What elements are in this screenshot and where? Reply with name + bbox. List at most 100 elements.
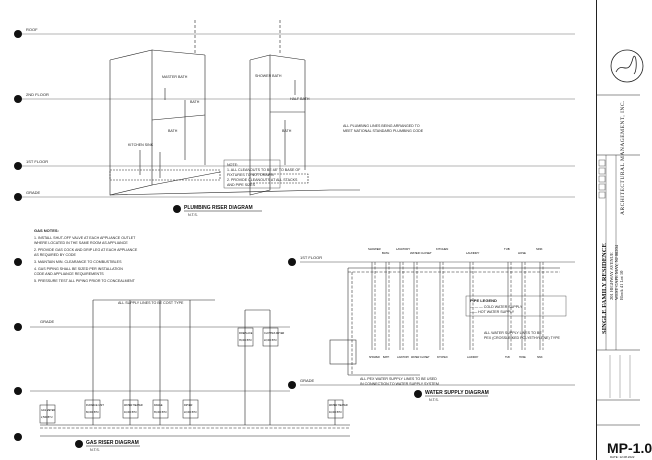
plumbing-note-box-line: AND PIPE SIZES <box>227 183 256 187</box>
plumbing-note-line: ALL PLUMBING LINES BEING ARRANGED TO <box>343 124 420 128</box>
water-fixture-label: LAVATORY <box>397 356 410 359</box>
water-fixture-label: BATH <box>382 251 389 255</box>
water-fixture-label: TUB <box>505 356 510 359</box>
fixture-label: SHOWER BATH <box>255 74 282 78</box>
level-marker-icon <box>14 387 22 395</box>
gas-appliance-capacity: 22,000 BTU <box>264 339 277 342</box>
plumbing-riser-diagram <box>109 20 360 196</box>
water-note-line: PEX (CROSSLINKED POLYETHYLENE) TYPE <box>484 336 561 340</box>
fixture-label: BATH <box>168 129 178 133</box>
fixture-label: MASTER BATH <box>162 75 188 79</box>
gas-note-line: 3. MAINTAIN MIN. CLEARANCE TO COMBUSTIBL… <box>34 260 122 264</box>
water-fixture-label: LAVATORY <box>396 247 410 251</box>
water-fixture-label: KITCHEN <box>437 356 448 359</box>
water-bottom-note: ALL PEX WATER SUPPLY LINES TO BE USED <box>360 377 437 381</box>
water-note-line: ALL WATER SUPPLY LINES TO BE <box>484 331 542 335</box>
gas-note-line: WHERE LOCATED IN THE SAME ROOM AS APPLIA… <box>34 241 128 245</box>
project-block-lot: Block 41 Lot 10 <box>619 270 624 300</box>
gas-appliance-label: WATER HEATER <box>329 404 348 407</box>
water-fixture-label: SHOWER <box>369 356 380 359</box>
water-fixture-label: LAUNDRY <box>467 356 479 359</box>
plumbing-note-box-line: 2. PROVIDE CLEANOUTS AT ALL STACKS <box>227 178 298 182</box>
project-name: SINGLE FAMILY RESIDENCE <box>601 243 608 334</box>
title-block-lines <box>596 94 640 426</box>
water-fixture-label: BATH <box>383 356 389 359</box>
architect-seal-icon <box>610 49 644 83</box>
water-fixture-label: TUB <box>504 247 510 251</box>
gas-appliance-box <box>84 399 101 419</box>
level-marker-icon <box>14 323 22 331</box>
gas-scale: N.T.S. <box>90 448 100 452</box>
water-fixture-label: SINK <box>536 247 543 251</box>
gas-appliance-box <box>122 399 139 419</box>
detail-tag-icon <box>414 390 422 398</box>
gas-appliance-capacity: 40,000 BTU <box>329 411 342 414</box>
detail-tag-icon <box>173 205 181 213</box>
plumbing-note-box <box>223 159 281 189</box>
level-roof: ROOF <box>26 27 38 32</box>
water-fixture-label: HOSE <box>518 251 526 255</box>
gas-appliance-label: CLOTHES DRYER <box>264 332 285 335</box>
water-risers: SHOWERSHOWERBATHBATHLAVATORYLAVATORYWATE… <box>368 247 544 359</box>
gas-appliance-label: FURNACE UNIT <box>86 404 104 407</box>
gas-appliance-box <box>152 399 169 419</box>
pipe-legend-item: —— HOT WATER SUPPLY <box>470 310 515 314</box>
gas-appliance-label: FIREPLACE <box>239 332 253 335</box>
gas-appliance-label: RANGE <box>154 404 163 407</box>
plumbing-note-box-line: FIXTURES TO NOT DRAWN <box>227 173 274 177</box>
plumbing-note-line: MEET NATIONAL STANDARD PLUMBING CODE <box>343 129 424 133</box>
pipe-legend-box <box>465 295 567 317</box>
gas-appliances: GAS METER 2,500 BTU FURNACE UNIT 80,000 BTU… <box>39 327 348 424</box>
level-marker-icon <box>14 258 22 266</box>
pipe-legend-title: PIPE LEGEND <box>470 298 497 303</box>
water-fixture-label: LAUNDRY <box>466 251 479 255</box>
water-fixture-label: SINK <box>537 356 543 359</box>
level-2nd-floor: 2ND FLOOR <box>26 92 49 97</box>
gas-riser-diagram <box>30 299 350 437</box>
gas-note-line: 4. GAS PIPING SHALL BE SIZED PER INSTALL… <box>34 267 123 271</box>
gas-diagram-title: GAS RISER DIAGRAM <box>86 440 139 446</box>
level-markers <box>14 30 296 441</box>
gas-appliance-box <box>182 399 199 419</box>
fixture-label: BATH <box>282 129 292 133</box>
gas-appliance-label: DRYER <box>184 404 193 407</box>
gas-note-line: AS REQUIRED BY CODE <box>34 253 76 257</box>
plumbing-note-box-line: 1. ALL CLEANOUTS TO BE 48" TO BASE OF <box>227 168 301 172</box>
level-marker-icon <box>14 30 22 38</box>
detail-tag-icon <box>75 440 83 448</box>
gas-appliance-box <box>327 399 344 419</box>
water-fixture-label: HOSE <box>519 356 526 359</box>
gas-notes-title: GAS NOTES: <box>34 228 59 233</box>
water-supply-diagram <box>300 261 575 386</box>
firm-logo-icon <box>598 159 606 199</box>
gas-appliance-box <box>262 327 279 347</box>
level-grade-gas: GRADE <box>40 319 55 324</box>
gas-appliance-capacity: 80,000 BTU <box>86 411 99 414</box>
water-scale: N.T.S. <box>429 398 439 402</box>
gas-note-line: CODE AND APPLIANCE REQUIREMENTS <box>34 272 104 276</box>
level-marker-icon <box>288 258 296 266</box>
gas-appliance-label: WATER HEATER <box>124 404 143 407</box>
level-1st-floor-water: 1ST FLOOR <box>300 255 322 260</box>
gas-appliance-box <box>237 327 254 347</box>
water-bottom-note: IN CONNECTION TO WATER SUPPLY SYSTEM <box>360 382 439 386</box>
level-grade-water: GRADE <box>300 378 315 383</box>
firm-name: ARCHITECTURAL MANAGEMENT, INC. <box>620 100 626 215</box>
level-marker-icon <box>14 433 22 441</box>
sheet-number: MP-1.0 <box>607 440 652 456</box>
water-fixture-label: SHOWER <box>368 247 381 251</box>
level-1st-floor: 1ST FLOOR <box>26 159 48 164</box>
level-marker-icon <box>14 95 22 103</box>
gas-note-line: 2. PROVIDE GAS COCK AND DRIP LEG AT EACH… <box>34 248 138 252</box>
fixture-label: KITCHEN SINK <box>128 143 154 147</box>
water-fixture-label: WATER CLOSET <box>410 251 432 255</box>
gas-note-line: 5. PRESSURE TEST ALL PIPING PRIOR TO CON… <box>34 279 136 283</box>
gas-note-line: 1. INSTALL SHUT-OFF VALVE AT EACH APPLIA… <box>34 236 136 240</box>
gas-appliance-box <box>39 404 56 424</box>
gas-appliance-label: GAS METER <box>41 409 55 412</box>
pipe-legend-item: — — — COLD WATER SUPPLY <box>470 305 523 309</box>
gas-appliance-capacity: 2,500 BTU <box>41 416 53 419</box>
level-grade: GRADE <box>26 190 41 195</box>
level-marker-icon <box>14 193 22 201</box>
